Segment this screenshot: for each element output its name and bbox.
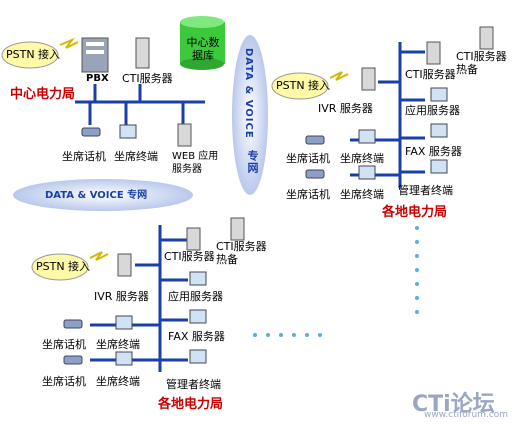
ctiforum-url: www.ctiforum.com <box>424 410 509 420</box>
network-label-vertical: DATA & VOICE <box>243 48 254 139</box>
cti-server-label-bottom: CTI服务器 <box>164 250 215 263</box>
pstn-ellipse-center <box>1 41 59 69</box>
pbx-icon <box>81 37 109 73</box>
agent-terminal-label-center: 坐席终端 <box>114 150 158 163</box>
manager-terminal-label-bottom: 管理者终端 <box>166 378 221 391</box>
pstn-label-right: PSTN 接入 <box>276 79 331 92</box>
ctiforum-logo: CTi论坛 <box>412 392 495 417</box>
database-label: 中心数据库 <box>186 36 220 62</box>
cti-server-label-center: CTI服务器 <box>122 72 173 85</box>
local-bureau-title-right: 各地电力局 <box>382 205 448 220</box>
web-server-label: WEB 应用服务器 <box>172 151 219 175</box>
server-icons <box>117 26 494 277</box>
agent-terminal-label-bottom-2: 坐席终端 <box>96 375 140 388</box>
phone-icons <box>63 127 325 365</box>
fax-server-label-bottom: FAX 服务器 <box>168 330 225 343</box>
network-cloud-horizontal <box>13 179 193 211</box>
network-cloud-vertical <box>232 35 268 195</box>
monitor-icons <box>115 87 448 366</box>
agent-phone-label-center: 坐席话机 <box>62 150 106 163</box>
agent-terminal-label-bottom-1: 坐席终端 <box>96 338 140 351</box>
cti-server-label-right: CTI服务器 <box>405 68 456 81</box>
ivr-server-label-bottom: IVR 服务器 <box>94 290 149 303</box>
fax-server-label-right: FAX 服务器 <box>405 145 462 158</box>
cti-backup-label-bottom: CTI服务器热备 <box>216 240 267 266</box>
app-server-label-bottom: 应用服务器 <box>168 290 223 303</box>
agent-phone-label-bottom-1: 坐席话机 <box>42 338 86 351</box>
center-bureau-title: 中心电力局 <box>10 87 76 102</box>
manager-terminal-label-right: 管理者终端 <box>398 184 453 197</box>
pstn-ellipse-right <box>271 72 329 100</box>
agent-terminal-label-right-1: 坐席终端 <box>340 152 384 165</box>
local-bureau-title-bottom: 各地电力局 <box>158 397 224 412</box>
cti-backup-label-right: CTI服务器热备 <box>456 50 507 76</box>
network-label-horizontal: DATA & VOICE 专网 <box>45 190 148 201</box>
agent-phone-label-right-1: 坐席话机 <box>286 152 330 165</box>
network-label-vertical-2: 专网 <box>246 150 259 174</box>
database-icon <box>180 16 225 70</box>
pstn-label-center: PSTN 接入 <box>6 48 61 61</box>
app-server-label-right: 应用服务器 <box>405 104 460 117</box>
pstn-ellipse-bottom <box>31 253 89 281</box>
agent-phone-label-right-2: 坐席话机 <box>286 188 330 201</box>
pbx-label: PBX <box>86 73 109 84</box>
agent-phone-label-bottom-2: 坐席话机 <box>42 375 86 388</box>
ivr-server-label-right: IVR 服务器 <box>318 102 373 115</box>
pstn-label-bottom: PSTN 接入 <box>36 260 91 273</box>
agent-terminal-label-right-2: 坐席终端 <box>340 188 384 201</box>
